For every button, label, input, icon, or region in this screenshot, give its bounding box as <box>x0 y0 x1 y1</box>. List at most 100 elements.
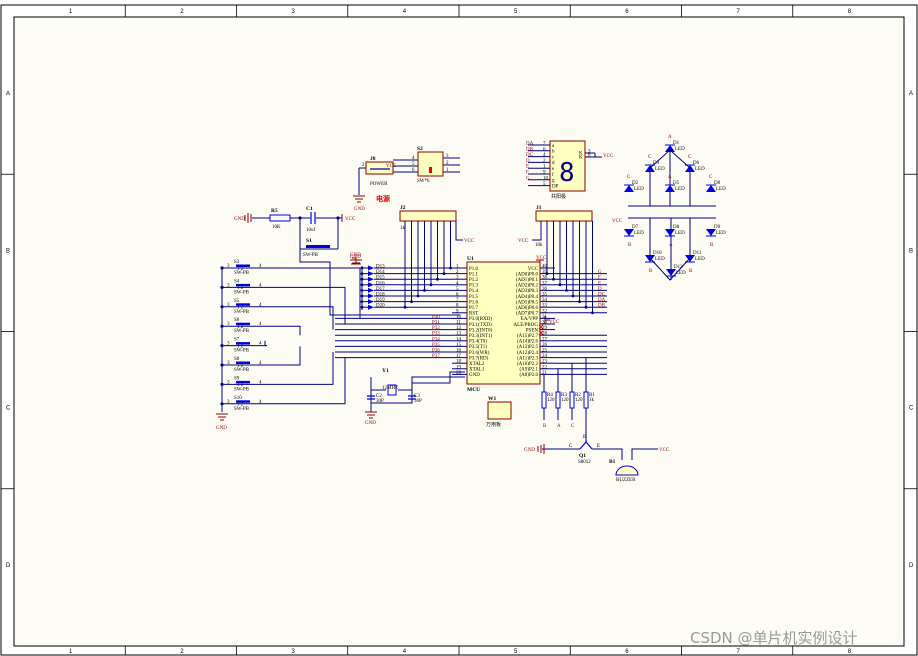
mcu-pin-number: 19 <box>456 365 462 370</box>
seg-digit: 8 <box>559 158 575 188</box>
key-button[interactable] <box>236 283 250 287</box>
mcu-pin-number: 6 <box>456 293 459 298</box>
seg-net-label: G <box>526 176 530 181</box>
p0-net-label: E <box>598 281 601 286</box>
bottom-led-net: A <box>669 243 673 248</box>
mcu-pin-label: XTAL2 <box>469 362 485 367</box>
p0-net-label: DB <box>598 304 606 309</box>
seg-net-label: F <box>526 171 529 176</box>
power-section: J8 POWER 2 VCC S2 SW*6 GND 电源 4 5 6 3 2 … <box>353 146 460 212</box>
mcu-pin-label: XTAL1 <box>469 368 485 373</box>
p0-net-label: G <box>598 270 602 275</box>
column-marker: 3 <box>292 9 296 15</box>
q1-collector: C <box>569 444 573 449</box>
resistor-value: 120 <box>547 398 555 403</box>
j2-value: 1k <box>400 226 406 231</box>
seg-pin-number: 9 <box>543 171 546 176</box>
key-button[interactable] <box>236 264 250 268</box>
key-button[interactable] <box>236 361 250 365</box>
p3-net-label: P36 <box>432 349 440 354</box>
key-ref: S3 <box>234 260 240 265</box>
mcu-pin-label: (A14)P2.6 <box>517 340 538 345</box>
top-led-net: C <box>627 175 631 180</box>
p3-net-label: P35 <box>432 343 440 348</box>
junction <box>558 283 562 287</box>
top-led-ref: D4 <box>653 161 660 166</box>
key-button[interactable] <box>236 342 250 345</box>
seg-pin-number: 10 <box>543 176 549 181</box>
top-led-value: LED <box>716 187 726 192</box>
mcu-pin-number: 2 <box>456 270 459 275</box>
key-net-wire <box>267 286 346 324</box>
junction <box>220 363 224 367</box>
p0-net-label: DC <box>598 293 606 298</box>
key-name: SW-PB <box>234 329 250 334</box>
mcu-pin-number: 4 <box>456 281 459 286</box>
column-marker: 4 <box>403 649 407 655</box>
bottom-led-net: B <box>689 269 693 274</box>
junction <box>416 294 420 298</box>
mcu-pin-label: P1.1 <box>469 272 479 277</box>
key-button[interactable] <box>236 400 250 403</box>
bottom-led-net: B <box>628 243 632 248</box>
key-ref: S9 <box>234 376 240 381</box>
mcu-pin-number: 29 <box>542 326 548 331</box>
mcu-pin-label: (AD3)P0.3 <box>516 289 539 294</box>
row-marker: B <box>909 248 913 254</box>
mcu-vcc-label: VCC <box>536 256 547 261</box>
key-pin: 3 <box>227 264 230 269</box>
mcu-body[interactable] <box>466 261 541 385</box>
key-pin-mid: 1 2 <box>237 364 244 369</box>
bottom-led-ref: D11 <box>693 251 702 256</box>
led-icon <box>665 229 675 236</box>
mcu-pin-number: 9 <box>456 309 459 314</box>
mcu-pin-number: 21 <box>542 371 548 376</box>
seg-vcc-label: VCC <box>603 154 614 159</box>
seg-net-label: E <box>526 165 529 170</box>
s1-button[interactable] <box>306 245 330 248</box>
key-button[interactable] <box>236 380 250 384</box>
row-marker: D <box>6 563 11 569</box>
junction <box>410 300 413 303</box>
sw-pin: 1 <box>446 168 449 173</box>
led-icon <box>368 276 374 282</box>
mcu-pin-label: (AD4)P0.4 <box>516 295 539 300</box>
junction <box>360 266 364 270</box>
seg-segment-label: b <box>552 150 555 155</box>
seg-segment-label: c <box>552 155 555 160</box>
key-button[interactable] <box>236 303 250 306</box>
mcu-pin-number: 38 <box>542 276 548 281</box>
keys-gnd-label: GND <box>216 426 227 431</box>
mcu-pin-label: (AD7)P0.7 <box>516 312 539 317</box>
junction <box>591 311 594 315</box>
mcu-name: MCU <box>467 387 480 393</box>
q1-ref: Q1 <box>579 453 586 459</box>
bottom-led-ref: D7 <box>632 225 639 230</box>
led-icon <box>368 304 374 310</box>
key-pin: 3 <box>227 400 230 405</box>
seg-pin-number: 7 <box>543 142 546 147</box>
junction <box>436 277 439 281</box>
column-marker: 5 <box>514 649 518 655</box>
resistor-value: 120 <box>575 398 583 403</box>
r5-ref: R5 <box>271 208 278 214</box>
key-button[interactable] <box>236 322 250 326</box>
mcu-pin-number: 22 <box>542 365 548 370</box>
bottom-led-value: LED <box>655 257 665 262</box>
key-name: SW-PB <box>234 290 250 295</box>
key-net-wire <box>267 267 361 319</box>
column-marker: 1 <box>69 649 73 655</box>
led-icon <box>706 185 716 192</box>
key-pin-mid: 1 2 <box>237 325 244 330</box>
c3-ref: C3 <box>414 394 420 399</box>
junction <box>578 300 581 303</box>
led-icon <box>624 185 634 192</box>
key-pin: 4 <box>259 380 262 385</box>
mcu-pin-number: 28 <box>542 332 548 337</box>
reset-gnd2-label: GND <box>350 253 361 258</box>
resistor-net: C <box>571 424 575 429</box>
column-marker: 4 <box>403 9 407 15</box>
mcu-pin-number: 18 <box>456 360 462 365</box>
top-led-net: C <box>688 155 692 160</box>
